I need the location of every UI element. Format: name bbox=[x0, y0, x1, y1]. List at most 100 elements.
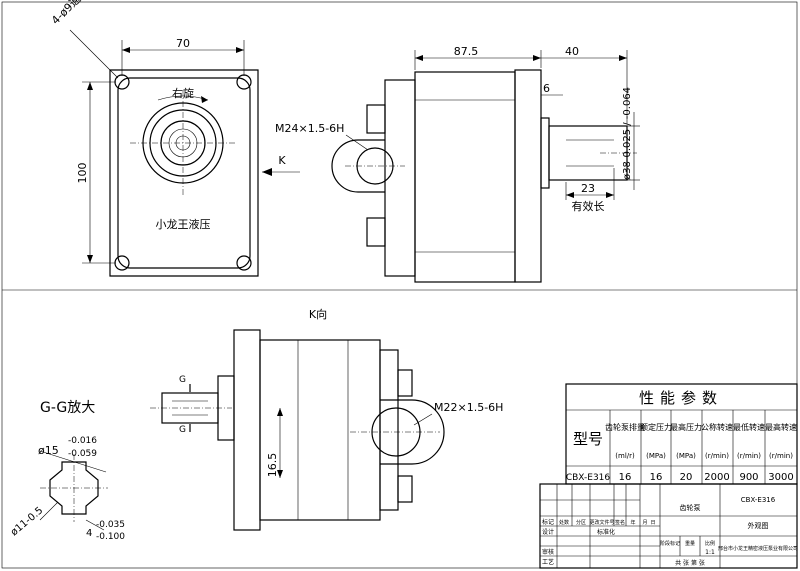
param-value: 16 bbox=[619, 472, 632, 483]
section-mark-bottom: G bbox=[179, 425, 186, 435]
header-cell: 处数 bbox=[559, 519, 569, 526]
port-thread-leader bbox=[413, 413, 433, 426]
section-mark-top: G bbox=[179, 375, 186, 385]
header-cell: 签名 bbox=[615, 519, 625, 526]
dia-tol-upper: -0.016 bbox=[68, 436, 97, 446]
section-title: G-G放大 bbox=[40, 400, 95, 416]
table-title: 性能参数 bbox=[639, 389, 723, 407]
k-view-title: K向 bbox=[309, 307, 327, 321]
maker-label: 小龙王液压 bbox=[156, 217, 211, 231]
part-code: CBX-E316 bbox=[741, 496, 776, 504]
mount-hole bbox=[114, 255, 130, 271]
mount-hole bbox=[236, 255, 252, 271]
param-unit: (r/min) bbox=[705, 452, 729, 460]
param-label: 公称转速 bbox=[701, 422, 733, 432]
part-name: 齿轮泵 bbox=[680, 503, 701, 512]
model-value: CBX-E316 bbox=[566, 473, 611, 483]
row-label: 工艺 bbox=[542, 558, 554, 566]
shaft-dia-tolerance: ø38-0.025 / -0.064 bbox=[622, 87, 633, 180]
scale: 1:1 bbox=[705, 549, 715, 556]
bolt-plate bbox=[366, 104, 386, 134]
param-label: 齿轮泵排量 bbox=[605, 422, 645, 432]
param-label: 额定压力 bbox=[640, 422, 672, 432]
front-cover bbox=[514, 69, 542, 283]
dimension-arrows bbox=[619, 55, 627, 61]
dia-tol-lower: -0.059 bbox=[68, 449, 97, 459]
stage-header: 重量 bbox=[685, 540, 695, 547]
port-thread-label: M24×1.5-6H bbox=[275, 122, 344, 135]
param-label: 最高转速 bbox=[765, 422, 797, 432]
front-cover bbox=[233, 329, 261, 531]
param-unit: (r/min) bbox=[769, 452, 793, 460]
side-view: 87.5 40 6 M24×1.5-6H ø38-0.025 / -0.064 … bbox=[275, 45, 640, 283]
section-detail: G-G放大 ø15 -0.016 -0.059 ø11-0.5 4 -0.035… bbox=[9, 400, 125, 542]
row-label: 设计 bbox=[542, 528, 554, 536]
params-table: 性能参数 型号 CBX-E316 齿轮泵排量 (ml/r) 16 额定压力 (M… bbox=[565, 383, 798, 485]
param-col: 齿轮泵排量 (ml/r) 16 bbox=[605, 422, 645, 483]
param-col: 公称转速 (r/min) 2000 bbox=[701, 422, 733, 483]
inlet-port-boss bbox=[331, 139, 385, 193]
sheet-label: 共 张 第 张 bbox=[675, 559, 705, 567]
shoulder-dimension: 6 bbox=[543, 82, 550, 95]
small-dia-leader bbox=[39, 501, 59, 521]
header-cell: 更改文件号 bbox=[589, 519, 614, 526]
row-label: 标记 bbox=[542, 518, 554, 526]
header-cell: 月 bbox=[642, 520, 647, 526]
header-cell: 日 bbox=[650, 520, 655, 526]
param-unit: (ml/r) bbox=[615, 452, 635, 460]
key-leader bbox=[85, 519, 105, 531]
width-dimension: 70 bbox=[176, 37, 190, 50]
shaft-section bbox=[49, 461, 99, 515]
param-value: 900 bbox=[739, 472, 758, 483]
hole-note: 4-ø9通 bbox=[49, 0, 83, 27]
bolt-plate bbox=[397, 369, 413, 397]
mount-hole bbox=[236, 74, 252, 90]
param-value: 20 bbox=[680, 472, 693, 483]
company: 邢台市小龙王精密液压泵业有限公司 bbox=[718, 545, 798, 552]
rear-flange bbox=[379, 349, 399, 511]
param-col: 最高转速 (r/min) 3000 bbox=[765, 422, 797, 483]
dia-label: ø15 bbox=[38, 444, 59, 457]
port-thread-label: M22×1.5-6H bbox=[434, 401, 503, 414]
k-view: K向 M22×1.5-6H 16.5 G G bbox=[150, 307, 503, 531]
pump-body bbox=[259, 339, 381, 521]
height-dimension: 100 bbox=[76, 163, 89, 184]
dimension-arrows bbox=[277, 408, 283, 478]
param-col: 最低转速 (r/min) 900 bbox=[733, 422, 765, 483]
hole-note-leader bbox=[69, 29, 119, 79]
bolt-plate bbox=[397, 475, 413, 503]
flange-inner-outline bbox=[117, 77, 251, 269]
front-view: 右旋 小龙王液压 70 100 4-ø9通 K bbox=[49, 0, 300, 277]
header-cell: 年 bbox=[630, 519, 635, 526]
title-block: 标记 设计 审核 工艺 处数 分区 更改文件号 签名 年 月 日 标准化 阶段标… bbox=[539, 483, 798, 569]
key-length-dimension: 23 bbox=[581, 182, 595, 195]
view-arrowhead bbox=[262, 168, 272, 176]
bolt-plate bbox=[366, 217, 386, 247]
std-label: 标准化 bbox=[597, 528, 615, 536]
rotation-label: 右旋 bbox=[172, 86, 194, 100]
param-unit: (MPa) bbox=[676, 452, 696, 460]
param-unit: (r/min) bbox=[737, 452, 761, 460]
header-cell: 分区 bbox=[576, 519, 586, 526]
dia-leader bbox=[39, 450, 107, 473]
small-dia-label: ø11-0.5 bbox=[9, 505, 45, 538]
drawing-name: 外观图 bbox=[748, 521, 769, 530]
stage-header: 比例 bbox=[705, 540, 715, 547]
row-label: 审核 bbox=[542, 548, 554, 556]
param-col: 额定压力 (MPa) 16 bbox=[640, 422, 672, 483]
flange-outline bbox=[109, 69, 259, 277]
pump-body bbox=[414, 71, 516, 283]
rotation-arrowhead bbox=[201, 96, 208, 103]
shaft-shoulder bbox=[540, 117, 550, 189]
offset-dimension: 16.5 bbox=[266, 453, 279, 478]
param-label: 最低转速 bbox=[733, 422, 765, 432]
key-tol-lower: -0.100 bbox=[96, 532, 125, 542]
view-arrow-label: K bbox=[278, 154, 286, 167]
param-value: 16 bbox=[650, 472, 663, 483]
port-thread-leader bbox=[345, 134, 369, 151]
key-tol-upper: -0.035 bbox=[96, 520, 125, 530]
stage-header: 阶段标记 bbox=[660, 540, 680, 547]
param-value: 3000 bbox=[768, 472, 793, 483]
